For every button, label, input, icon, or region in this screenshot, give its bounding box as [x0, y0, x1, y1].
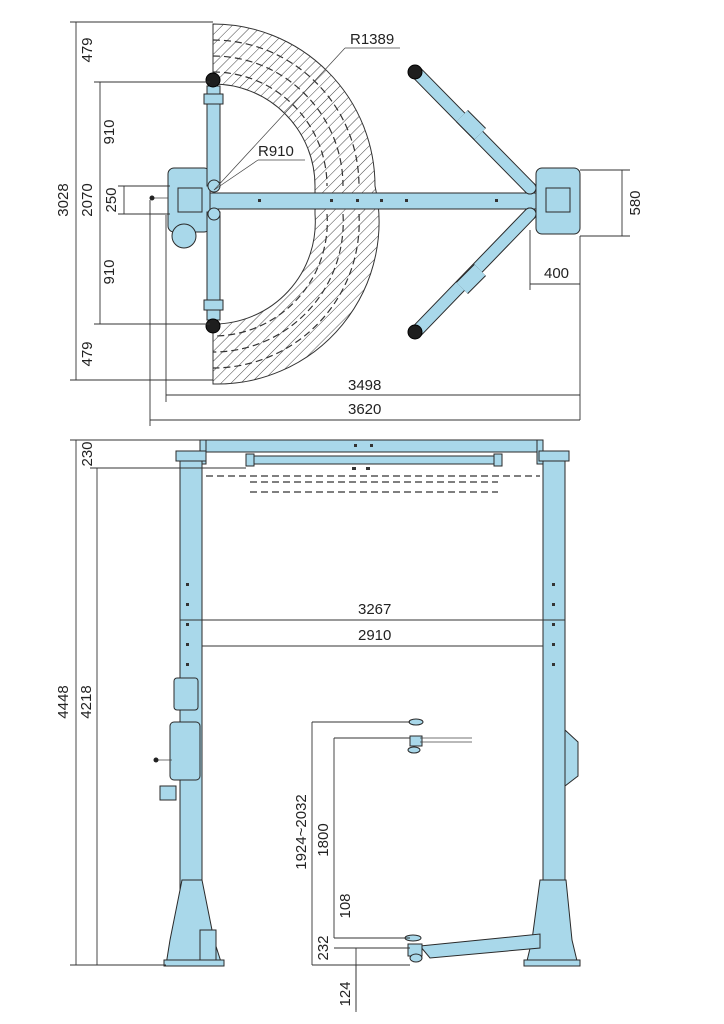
dim-2910: 2910	[358, 627, 391, 644]
dim-1924-2032: 1924~2032	[293, 794, 310, 870]
dim-3498: 3498	[348, 377, 381, 394]
crossbeam-holes	[258, 199, 498, 202]
low-lift-arm	[419, 933, 541, 959]
right-base	[525, 879, 579, 966]
swing-area-hatch	[212, 23, 380, 385]
left-pad-top	[205, 72, 221, 88]
top-view: 479 910 3028 2070 250 910 479 R1389 R910…	[55, 21, 644, 426]
dim-2070: 2070	[79, 183, 96, 216]
dim-230: 230	[79, 441, 96, 466]
swing-arc-dashes	[212, 39, 360, 369]
dim-910-lower: 910	[101, 259, 118, 284]
left-motor	[171, 223, 197, 249]
dim-r910: R910	[258, 143, 294, 160]
right-pad-bottom	[407, 324, 423, 340]
dim-4448: 4448	[55, 685, 72, 718]
dim-580: 580	[627, 190, 644, 215]
raised-arm	[407, 718, 472, 754]
dim-4218: 4218	[78, 685, 95, 718]
right-column-holes	[552, 583, 555, 666]
front-view: 230 4448 4218 3267 2910 1924~2032 1800 1…	[55, 439, 581, 1012]
dim-3267: 3267	[358, 601, 391, 618]
overhead-bar	[249, 455, 499, 465]
right-pad-top	[407, 64, 423, 80]
dim-232: 232	[315, 935, 332, 960]
dim-250: 250	[103, 187, 120, 212]
dim-910-upper: 910	[101, 119, 118, 144]
power-unit-motor	[173, 677, 199, 711]
power-unit-tank	[169, 721, 201, 781]
dim-479-bottom: 479	[79, 341, 96, 366]
dim-400: 400	[544, 265, 569, 282]
dim-1800: 1800	[315, 823, 332, 856]
dim-124: 124	[337, 981, 354, 1006]
dim-3028: 3028	[55, 183, 72, 216]
dim-r1389: R1389	[350, 31, 394, 48]
left-column-holes	[186, 583, 189, 666]
dim-3620: 3620	[348, 401, 381, 418]
right-carriage-guard	[564, 728, 579, 788]
left-pad-bottom	[205, 318, 221, 334]
dim-108: 108	[337, 893, 354, 918]
dim-479-top: 479	[79, 37, 96, 62]
